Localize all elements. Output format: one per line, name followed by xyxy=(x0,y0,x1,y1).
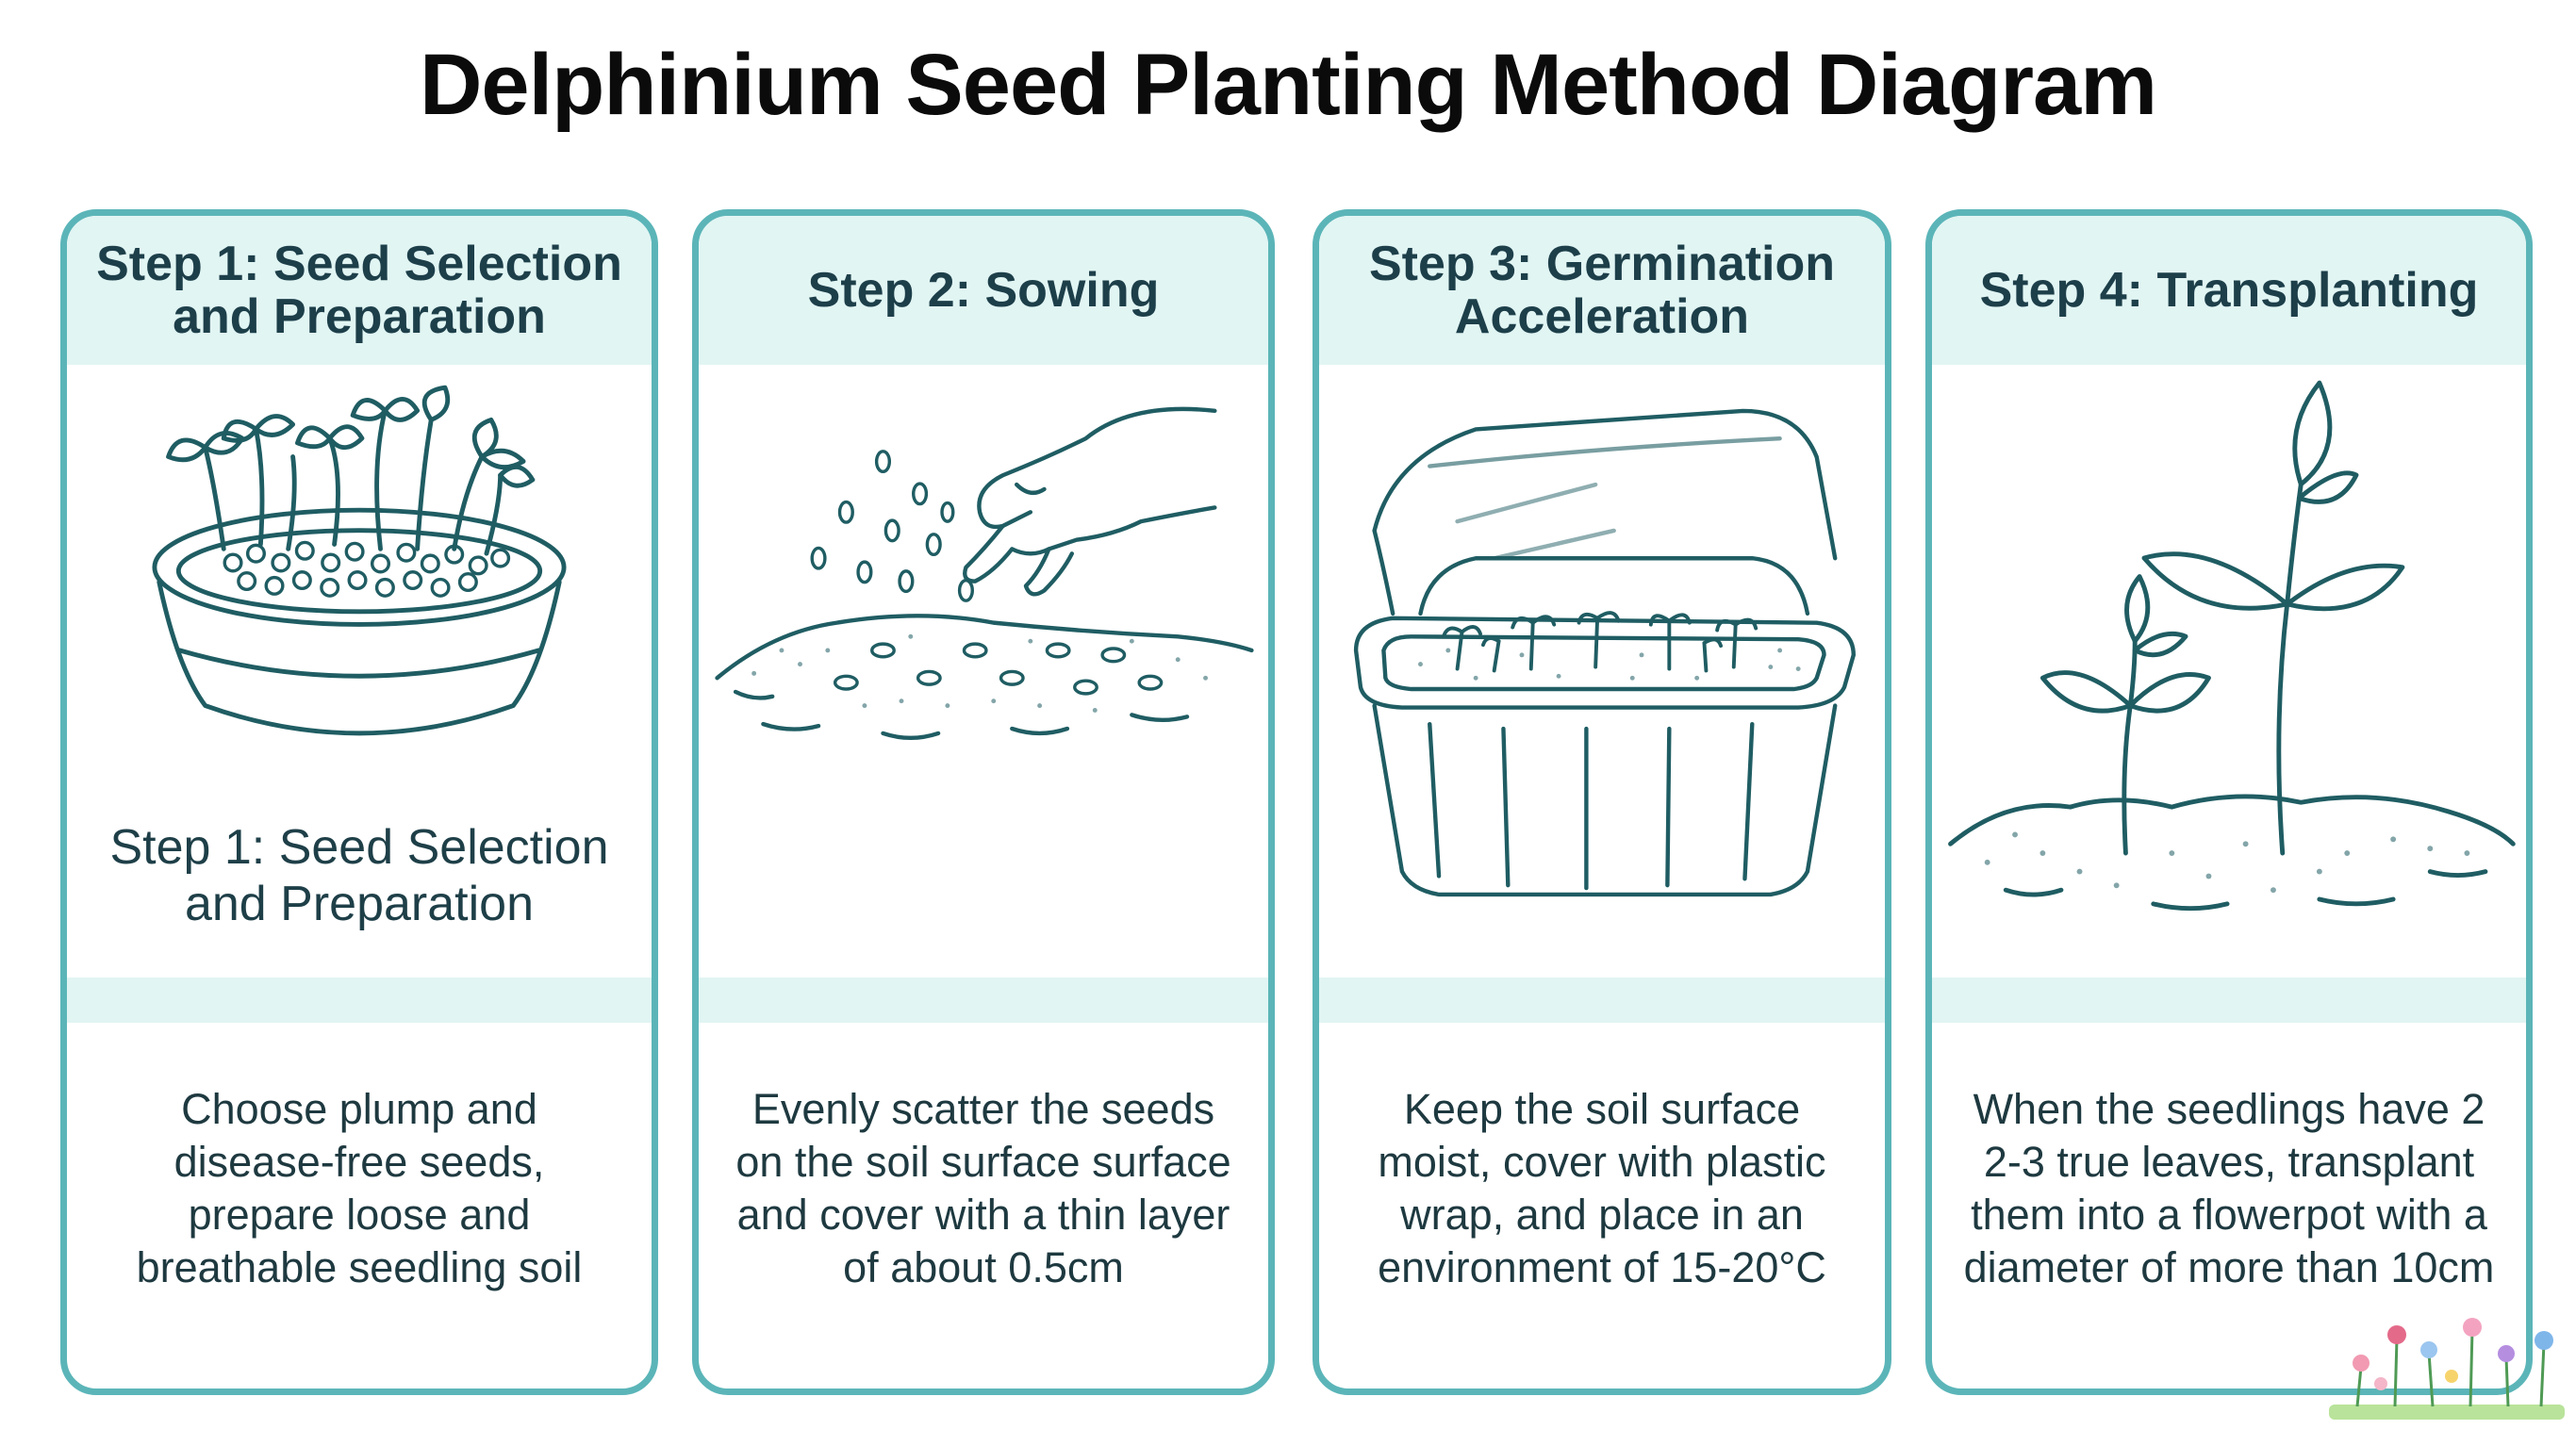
step-card-1: Step 1: Seed Selection and Preparation xyxy=(60,209,658,1395)
seedling-bowl-icon xyxy=(67,365,652,1175)
step-card-4: Step 4: Transplanting xyxy=(1925,209,2533,1395)
step-description: Keep the soil surface moist, cover with … xyxy=(1378,1085,1826,1291)
hand-sowing-icon xyxy=(699,365,1268,1175)
step-heading: Step 4: Transplanting xyxy=(1979,263,2479,318)
page-title: Delphinium Seed Planting Method Diagram xyxy=(419,37,2157,133)
step-heading: Step 3: Germination Acceleration xyxy=(1368,237,1836,344)
step-heading: Step 2: Sowing xyxy=(807,263,1160,318)
step-description: Evenly scatter the seeds on the soil sur… xyxy=(735,1085,1231,1291)
step-card-2: Step 2: Sowing xyxy=(692,209,1275,1395)
divider-band xyxy=(1932,978,2526,1023)
step-card-header: Step 3: Germination Acceleration xyxy=(1319,216,1885,365)
step-subheading: Step 1: Seed Selection and Preparation xyxy=(109,820,609,931)
step-description: When the seedlings have 2 2-3 true leave… xyxy=(1963,1085,2495,1291)
propagator-tray-icon xyxy=(1319,365,1885,1175)
step-card-header: Step 1: Seed Selection and Preparation xyxy=(67,216,652,365)
divider-band xyxy=(67,978,652,1023)
divider-band xyxy=(699,978,1268,1023)
flower-decoration-icon xyxy=(2329,1318,2565,1420)
transplant-seedlings-icon xyxy=(1932,365,2526,1175)
step-card-3: Step 3: Germination Acceleration xyxy=(1313,209,1891,1395)
step-heading: Step 1: Seed Selection and Preparation xyxy=(96,237,622,344)
step-description: Choose plump and disease-free seeds, pre… xyxy=(136,1085,583,1291)
divider-band xyxy=(1319,978,1885,1023)
step-card-header: Step 2: Sowing xyxy=(699,216,1268,365)
step-card-header: Step 4: Transplanting xyxy=(1932,216,2526,365)
